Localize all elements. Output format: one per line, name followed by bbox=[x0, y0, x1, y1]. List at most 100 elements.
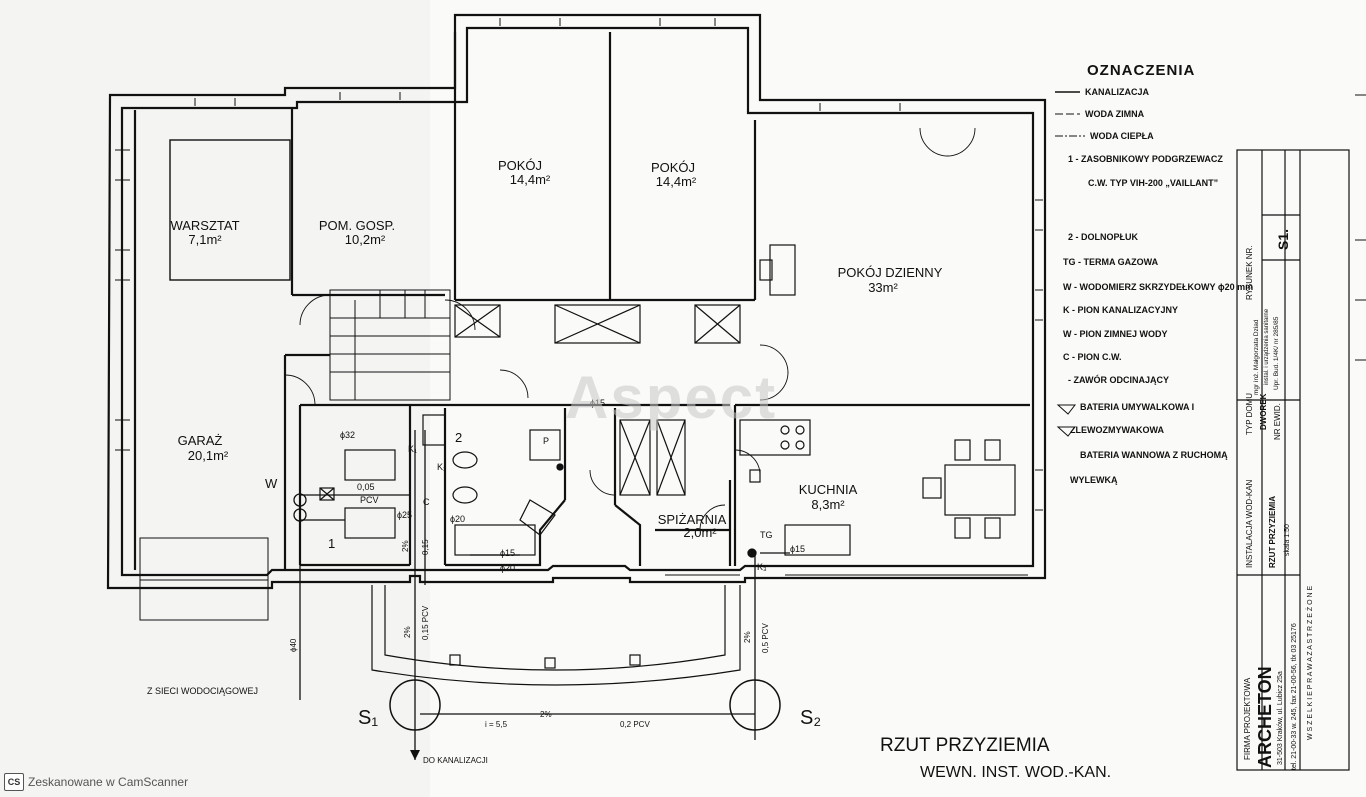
tb-evid-label: NR EWID. bbox=[1273, 403, 1282, 440]
staircase bbox=[329, 289, 451, 401]
legend-item-1b: C.W. TYP VIH-200 „VAILLANT” bbox=[1088, 178, 1218, 188]
room-area-spizarnia: 2,0m² bbox=[683, 525, 717, 540]
label-k3: K₃ bbox=[757, 562, 767, 572]
camscanner-badge: CS Zeskanowane w CamScanner bbox=[4, 773, 188, 791]
fireplace bbox=[759, 244, 796, 296]
label-slope1: 2% bbox=[401, 540, 410, 552]
label-phi40: ϕ40 bbox=[289, 638, 298, 652]
room-area-garaz: 20,1m² bbox=[188, 448, 229, 463]
legend-line-kanalizacja: KANALIZACJA bbox=[1085, 87, 1149, 97]
label-phi15a: ϕ15 bbox=[500, 548, 515, 558]
tb-house-type-label: TYP DOMU bbox=[1245, 393, 1254, 435]
tb-specialty: instal. i urządzenia sanitarne bbox=[1264, 308, 1270, 385]
room-name-spizarnia: SPIŻARNIA bbox=[658, 512, 727, 527]
room-area-kuchnia: 8,3m² bbox=[811, 497, 845, 512]
label-c: C bbox=[423, 497, 430, 507]
label-i55: i = 5,5 bbox=[485, 720, 508, 729]
title-block: FIRMA PROJEKTOWA ARCHETON 31-503 Kraków,… bbox=[1236, 149, 1350, 771]
label-015pcv: 0,15 PCV bbox=[421, 605, 430, 640]
legend-item-w: W - WODOMIERZ SKRZYDEŁKOWY ϕ20 mm bbox=[1063, 282, 1253, 292]
label-tg: TG bbox=[760, 530, 773, 540]
camscanner-text: Zeskanowane w CamScanner bbox=[28, 775, 189, 789]
legend-item-bat2: BATERIA WANNOWA Z RUCHOMĄ bbox=[1080, 450, 1228, 460]
bath-faucet-icon bbox=[1056, 426, 1077, 437]
legend-title: OZNACZENIA bbox=[1087, 62, 1195, 79]
room-area-warsztat: 7,1m² bbox=[188, 232, 222, 247]
label-pipe015: 0,15 bbox=[421, 539, 430, 555]
tb-house-type: DWOREK bbox=[1259, 393, 1268, 430]
terrace bbox=[371, 585, 741, 686]
room-area-pokoj-1: 14,4m² bbox=[510, 172, 551, 187]
tb-reserved: W S Z E L K I E P R A W A Z A S T R Z E … bbox=[1305, 585, 1314, 740]
label-p: P bbox=[543, 436, 549, 446]
legend-item-2: 2 - DOLNOPŁUK bbox=[1068, 232, 1139, 242]
label-phi32: ϕ32 bbox=[340, 430, 355, 440]
room-name-pokoj-dzienny: POKÓJ DZIENNY bbox=[838, 265, 943, 280]
label-phi15b: ϕ15 bbox=[590, 398, 605, 408]
room-labels: WARSZTAT 7,1m² POM. GOSP. 10,2m² POKÓJ 1… bbox=[170, 158, 942, 540]
tb-firm-line: FIRMA PROJEKTOWA bbox=[1243, 677, 1252, 760]
page-edge-marks bbox=[1355, 94, 1366, 361]
label-02pcv: 0,2 PCV bbox=[620, 720, 650, 729]
tb-address: 31-503 Kraków, ul. Lubicz 25a bbox=[1277, 671, 1284, 765]
legend-item-bat1b: ZLEWOZMYWAKOWA bbox=[1070, 425, 1164, 435]
tb-drawing-no: S1. bbox=[1275, 229, 1291, 250]
room-area-pokoj-dzienny: 33m² bbox=[868, 280, 898, 295]
room-name-kuchnia: KUCHNIA bbox=[799, 482, 858, 497]
legend-item-bat2b: WYLEWKĄ bbox=[1070, 475, 1118, 485]
label-num2: 2 bbox=[455, 430, 462, 445]
warsztat-outline bbox=[169, 139, 291, 281]
sewer-arrow-icon bbox=[410, 750, 420, 760]
camscanner-icon: CS bbox=[4, 773, 24, 791]
garage-parking-box bbox=[139, 537, 269, 621]
label-s2: S₂ bbox=[800, 707, 821, 729]
plan-title: RZUT PRZYZIEMIA bbox=[880, 735, 1050, 756]
pipes bbox=[293, 430, 790, 760]
wardrobes bbox=[454, 304, 741, 496]
label-s1: S₁ bbox=[358, 707, 378, 729]
label-phi15c: ϕ15 bbox=[790, 544, 805, 554]
manholes bbox=[389, 679, 781, 731]
legend-item-wpion: W - PION ZIMNEJ WODY bbox=[1063, 329, 1168, 339]
plan-annotations: W ϕ32 0,05 PCV ϕ25 ϕ20 ϕ15 ϕ15 ϕ15 ϕ20 1… bbox=[147, 398, 1111, 781]
tb-installation: INSTALACJA WOD-KAN bbox=[1245, 479, 1254, 568]
legend-line-woda-zimna: WODA ZIMNA bbox=[1085, 109, 1145, 119]
tb-license: Upr. Bud. 1/4K/ nr 285/85 bbox=[1273, 316, 1280, 390]
label-phi20b: ϕ20 bbox=[500, 563, 515, 573]
watermark-text: Aspect bbox=[565, 364, 777, 431]
legend-item-bat1: BATERIA UMYWALKOWA I bbox=[1080, 402, 1194, 412]
label-k2: K₂ bbox=[437, 462, 447, 472]
tb-drawing-name: RZUT PRZYZIEMIA bbox=[1268, 496, 1277, 568]
label-w: W bbox=[265, 476, 278, 491]
legend-item-k: K - PION KANALIZACYJNY bbox=[1063, 305, 1178, 315]
legend-line-woda-ciepla: WODA CIEPŁA bbox=[1090, 131, 1154, 141]
bathroom-fixtures bbox=[319, 414, 561, 556]
label-slope2: 2% bbox=[403, 626, 412, 638]
label-pcv: PCV bbox=[360, 495, 379, 505]
room-name-pokoj-1: POKÓJ bbox=[498, 158, 542, 173]
wall-ticks bbox=[115, 18, 1043, 511]
room-name-warsztat: WARSZTAT bbox=[170, 218, 239, 233]
label-slope4: 2% bbox=[540, 710, 552, 719]
tb-phone: tel. 21-00-33 w. 245, fax 21-00-56, tlx … bbox=[1291, 623, 1298, 770]
door-swings bbox=[284, 127, 976, 531]
room-area-pokoj-2: 14,4m² bbox=[656, 174, 697, 189]
plan-subtitle: WEWN. INST. WOD.-KAN. bbox=[920, 764, 1111, 781]
tb-drawing-no-label: RYSUNEK NR. bbox=[1245, 245, 1254, 300]
label-05pcv: 0,5 PCV bbox=[761, 623, 770, 653]
tb-scale: skala 1:50 bbox=[1284, 524, 1291, 556]
tb-firm-name: ARCHETON bbox=[1255, 666, 1275, 768]
label-to-sewer: DO KANALIZACJI bbox=[423, 756, 488, 765]
label-phi20a: ϕ20 bbox=[450, 514, 465, 524]
legend-item-c: C - PION C.W. bbox=[1063, 352, 1122, 362]
tb-designer: mgr inż. Małgorzata Dziad bbox=[1253, 319, 1260, 395]
label-from-water: Z SIECI WODOCIĄGOWEJ bbox=[147, 686, 258, 696]
legend: OZNACZENIA KANALIZACJA WODA ZIMNA WODA C… bbox=[1055, 62, 1253, 485]
building-walls bbox=[106, 13, 1047, 590]
legend-item-tg: TG - TERMA GAZOWA bbox=[1063, 257, 1159, 267]
label-k1: K₁ bbox=[408, 444, 417, 454]
room-name-pokoj-2: POKÓJ bbox=[651, 160, 695, 175]
kitchen-furniture bbox=[739, 419, 1016, 556]
faucet-icon bbox=[1056, 404, 1077, 415]
